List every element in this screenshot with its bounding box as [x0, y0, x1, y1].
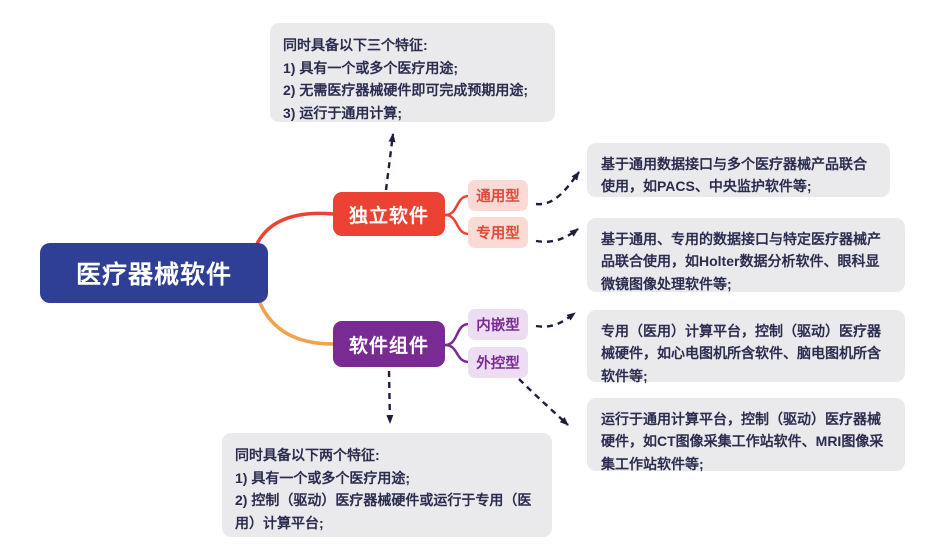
badge-embedded-type: 内嵌型: [468, 309, 528, 340]
badge-special-type: 专用型: [468, 217, 528, 248]
badge-embedded-label: 内嵌型: [476, 318, 520, 334]
component-to-external-link: [443, 343, 471, 364]
detail-embedded-text: 专用（医用）计算平台，控制（驱动）医疗器械硬件，如心电图机所含软件、脑电图机所含…: [601, 323, 881, 384]
badge-special-label: 专用型: [476, 226, 520, 242]
arrow-independent-to-top-note: [384, 133, 396, 191]
arrow-component-to-bottom-note: [386, 370, 394, 424]
arrow-embedded-to-detail: [535, 312, 576, 328]
note-line: 2) 控制（驱动）医疗器械硬件或运行于专用（医用）计算平台;: [235, 492, 532, 532]
note-line: 2) 无需医疗器械硬件即可完成预期用途;: [283, 82, 528, 99]
note-line: 3) 运行于通用计算;: [283, 105, 402, 122]
branch-component-label: 软件组件: [348, 335, 429, 357]
arrow-special-to-detail: [535, 228, 579, 243]
detail-universal-text: 基于通用数据接口与多个医疗器械产品联合使用，如PACS、中央监护软件等;: [601, 156, 867, 195]
note-component-features: 同时具备以下两个特征: 1) 具有一个或多个医疗用途; 2) 控制（驱动）医疗器…: [222, 433, 552, 537]
root-to-independent-curve: [254, 211, 335, 248]
note-line: 同时具备以下两个特征:: [235, 447, 380, 463]
branch-independent-software: 独立软件: [333, 192, 445, 236]
note-line: 1) 具有一个或多个医疗用途;: [283, 59, 458, 76]
root-node-label: 医疗器械软件: [75, 261, 232, 289]
note-line: 同时具备以下三个特征:: [283, 37, 428, 53]
branch-software-component: 软件组件: [333, 321, 445, 367]
badge-external-label: 外控型: [476, 356, 520, 372]
independent-to-special-link: [443, 213, 471, 236]
badge-universal-type: 通用型: [468, 180, 528, 211]
arrow-universal-to-detail: [535, 171, 580, 206]
badge-universal-label: 通用型: [476, 189, 520, 205]
detail-universal-type: 基于通用数据接口与多个医疗器械产品联合使用，如PACS、中央监护软件等;: [587, 143, 890, 197]
detail-special-type: 基于通用、专用的数据接口与特定医疗器械产品联合使用，如Holter数据分析软件、…: [587, 218, 905, 292]
badge-external-type: 外控型: [468, 347, 528, 378]
note-independent-features: 同时具备以下三个特征: 1) 具有一个或多个医疗用途; 2) 无需医疗器械硬件即…: [270, 23, 555, 122]
detail-special-text: 基于通用、专用的数据接口与特定医疗器械产品联合使用，如Holter数据分析软件、…: [601, 231, 881, 292]
component-to-embedded-link: [443, 322, 471, 347]
note-line: 1) 具有一个或多个医疗用途;: [235, 469, 410, 486]
branch-independent-label: 独立软件: [348, 205, 429, 227]
detail-embedded-type: 专用（医用）计算平台，控制（驱动）医疗器械硬件，如心电图机所含软件、脑电图机所含…: [587, 310, 905, 384]
arrow-external-to-detail: [518, 378, 569, 426]
independent-to-universal-link: [443, 194, 471, 217]
root-node-medical-device-software: 医疗器械软件: [40, 243, 268, 303]
detail-external-type: 运行于通用计算平台，控制（驱动）医疗器械硬件，如CT图像采集工作站软件、MRI图…: [587, 398, 905, 472]
root-to-component-curve: [258, 301, 335, 346]
detail-external-text: 运行于通用计算平台，控制（驱动）医疗器械硬件，如CT图像采集工作站软件、MRI图…: [601, 411, 884, 472]
